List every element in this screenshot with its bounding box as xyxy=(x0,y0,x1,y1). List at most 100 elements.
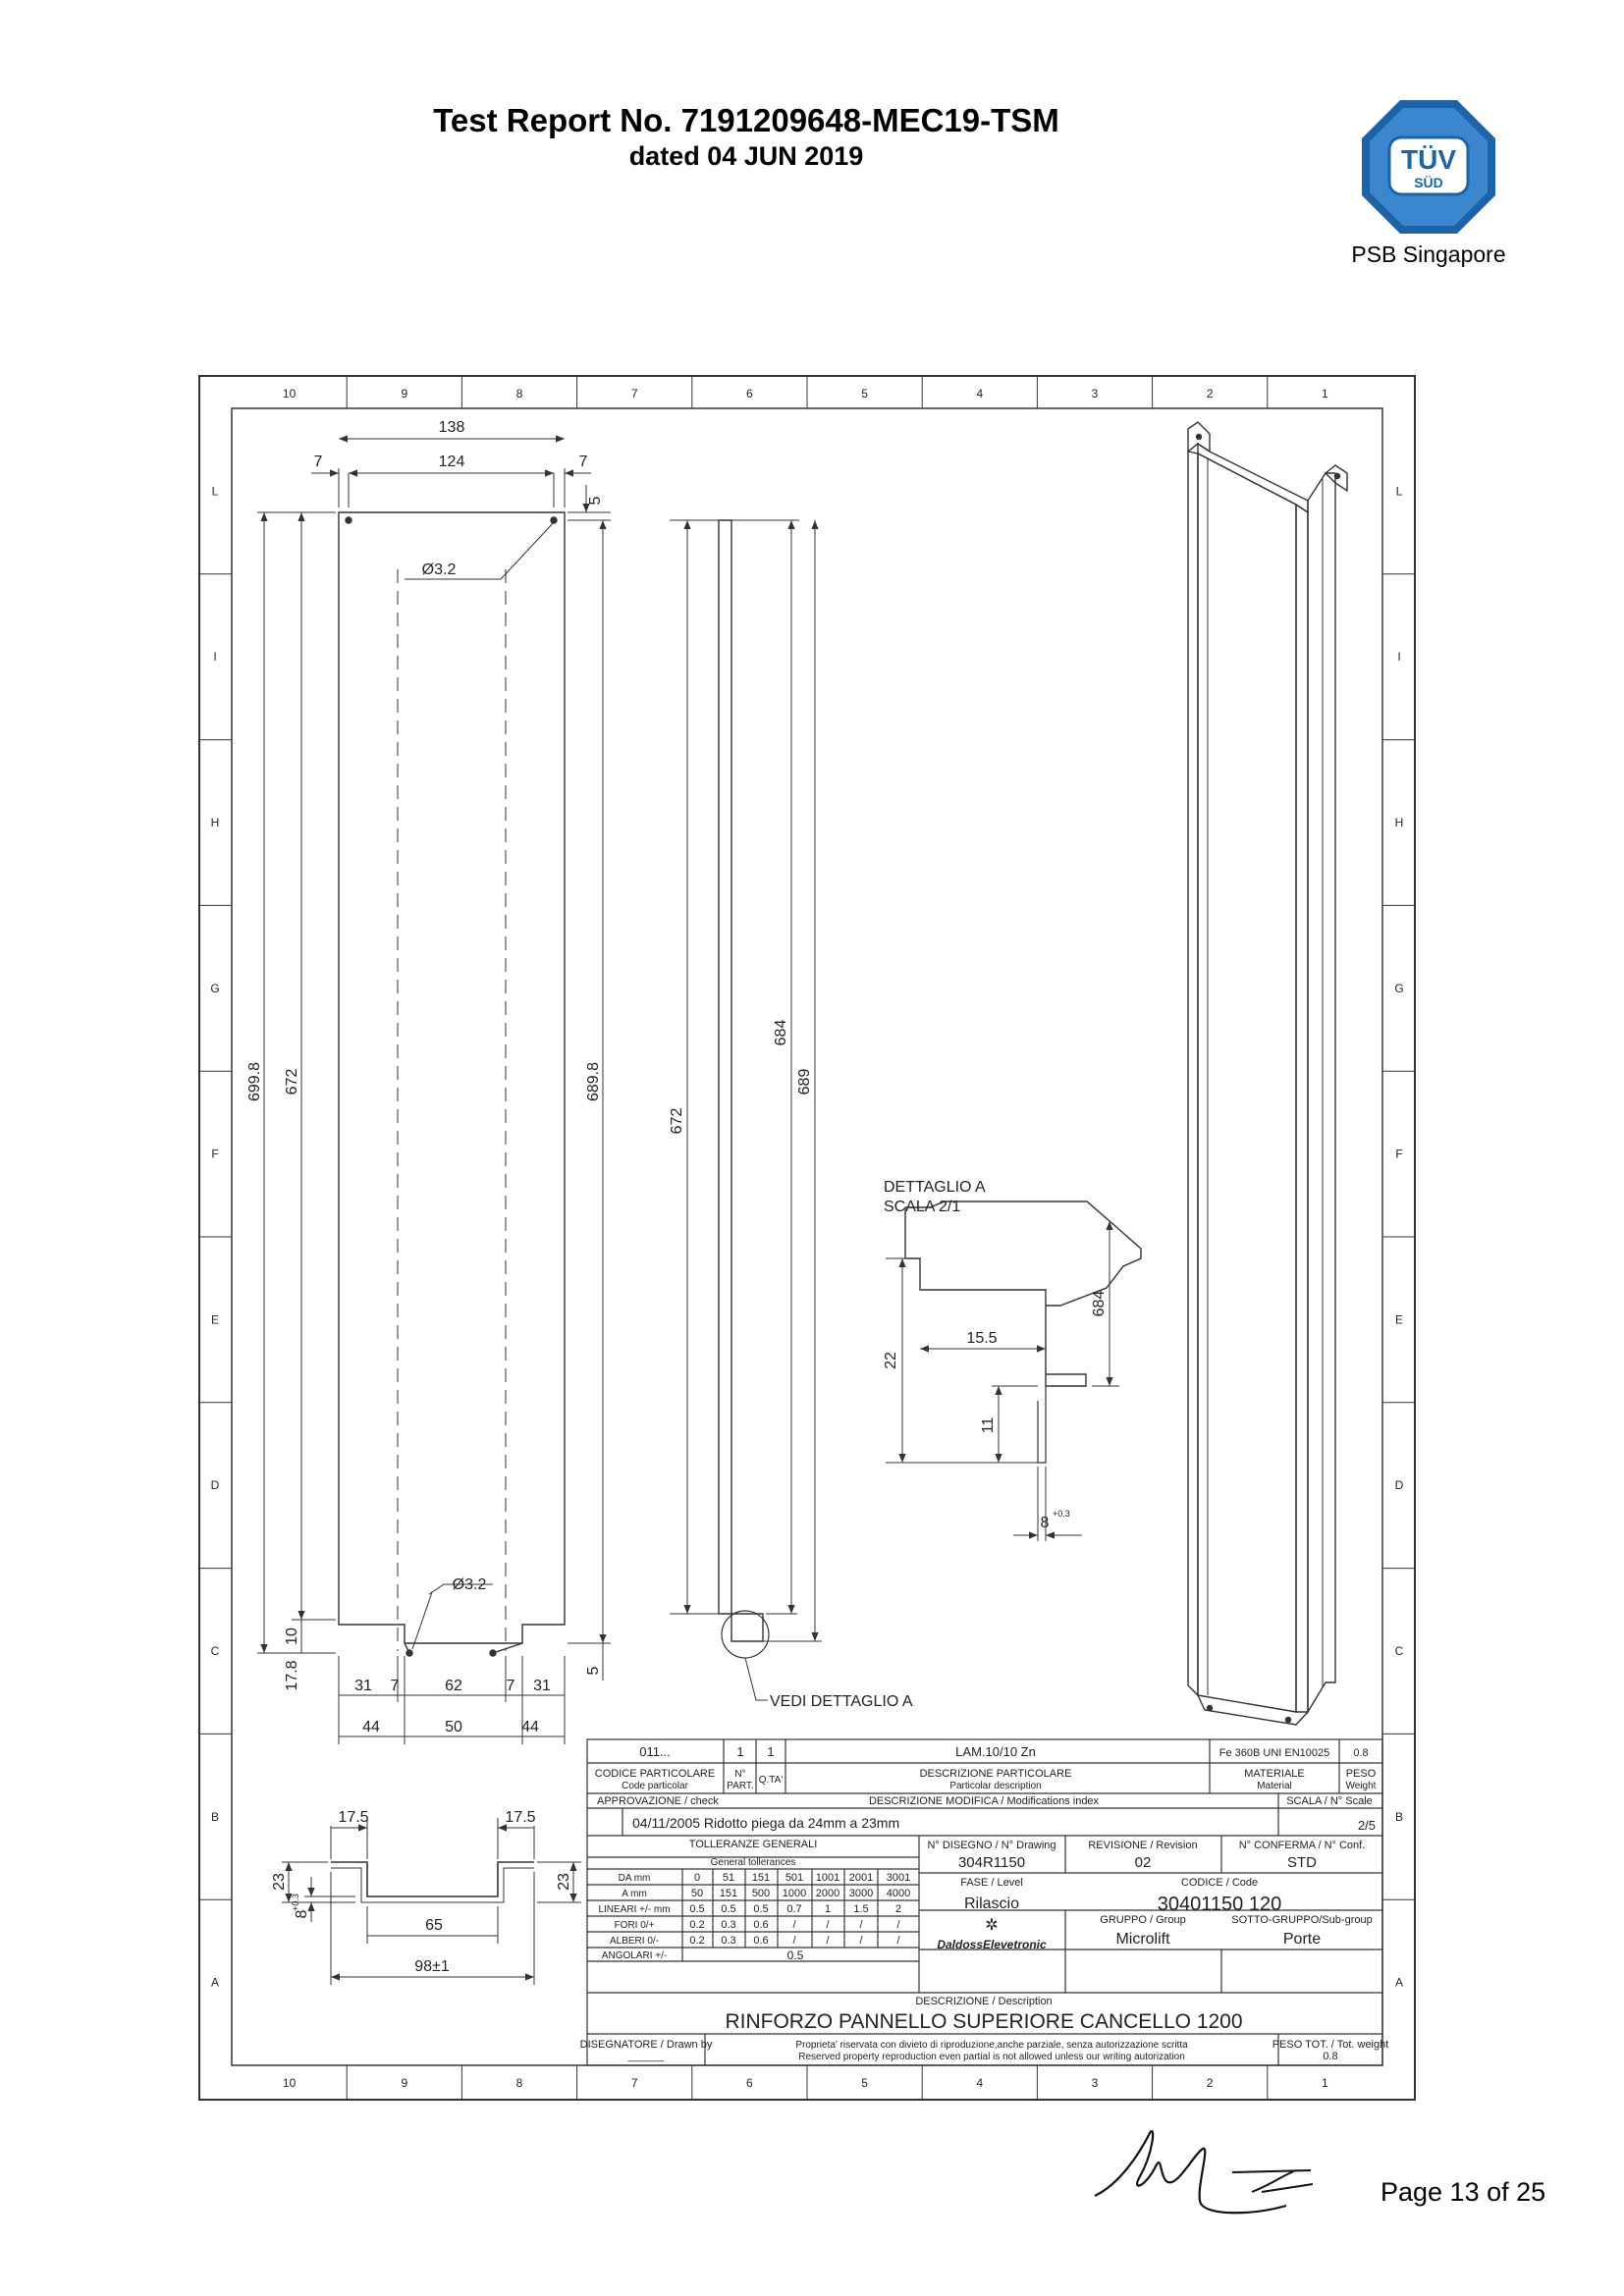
logo-subtext: SÜD xyxy=(1414,175,1443,190)
tb-part-no: 1 xyxy=(736,1744,743,1759)
dim-31-left: 31 xyxy=(354,1678,372,1694)
tolerance-row-label: ALBERI 0/- xyxy=(610,1936,659,1947)
tb-lbl-conf: N° CONFERMA / N° Conf. xyxy=(1239,1840,1366,1851)
side-dim-672: 672 xyxy=(669,1108,685,1135)
column-label-top: 3 xyxy=(1092,387,1099,400)
column-label-bottom: 7 xyxy=(631,2076,638,2090)
tolerance-cell: / xyxy=(859,1919,863,1931)
tolerance-cell: 3001 xyxy=(887,1872,910,1884)
tb-modification: 04/11/2005 Ridotto piega da 24mm a 23mm xyxy=(632,1815,899,1831)
row-label-left: L xyxy=(212,484,219,498)
tolerance-row-label: A mm xyxy=(622,1889,647,1899)
tolerance-row-label: DA mm xyxy=(619,1873,651,1884)
tolerance-cell: 4000 xyxy=(887,1888,910,1899)
tb-lbl-desc: DESCRIZIONE PARTICOLARE xyxy=(920,1768,1072,1780)
row-label-right: D xyxy=(1395,1478,1404,1492)
tolerance-cell: 151 xyxy=(720,1888,737,1899)
tolerance-cell: 50 xyxy=(691,1888,703,1899)
row-label-left: C xyxy=(211,1644,220,1658)
row-label-right: H xyxy=(1395,816,1404,829)
front-view-dimensions: 138 7 124 7 5 Ø3.2 699.8 672 689.8 10 17… xyxy=(246,419,604,1735)
tolerance-cell: / xyxy=(896,1919,900,1931)
dim-62: 62 xyxy=(445,1678,462,1694)
tb-company: DaldossElevetronic xyxy=(937,1938,1047,1951)
column-label-top: 5 xyxy=(861,387,868,400)
dim-17-8: 17.8 xyxy=(284,1660,300,1690)
row-label-left: H xyxy=(211,816,220,829)
front-view xyxy=(257,435,611,1744)
tb-lbl-material-en: Material xyxy=(1257,1781,1292,1791)
tb-subgroup: Porte xyxy=(1283,1931,1321,1948)
dim-31-right: 31 xyxy=(533,1678,551,1694)
tolerance-cell: 1.5 xyxy=(853,1903,868,1915)
tb-qty: 1 xyxy=(767,1744,774,1759)
sec-dim-23-left: 23 xyxy=(271,1873,288,1891)
tb-lbl-part2: PART. xyxy=(727,1781,753,1791)
isometric-view xyxy=(1187,421,1348,1726)
dim-7-right: 7 xyxy=(579,454,588,470)
tolerance-row-label: FORI 0/+ xyxy=(615,1920,655,1931)
tb-lbl-subgroup: SOTTO-GRUPPO/Sub-group xyxy=(1231,1914,1372,1926)
column-label-bottom: 9 xyxy=(401,2076,407,2090)
dim-689-8: 689.8 xyxy=(585,1062,602,1101)
tb-lbl-revision: REVISIONE / Revision xyxy=(1088,1840,1197,1851)
column-label-bottom: 6 xyxy=(746,2076,753,2090)
row-label-left: G xyxy=(210,982,219,995)
tb-phase: Rilascio xyxy=(964,1896,1019,1912)
tolerance-cell: 0.3 xyxy=(721,1919,735,1931)
tb-group: Microlift xyxy=(1115,1931,1170,1948)
side-view xyxy=(670,519,822,1701)
detail-dim-15-5: 15.5 xyxy=(966,1330,997,1347)
tb-description: RINFORZO PANNELLO SUPERIORE CANCELLO 120… xyxy=(725,2010,1242,2033)
row-label-left: D xyxy=(211,1478,220,1492)
detail-dim-11: 11 xyxy=(980,1417,997,1434)
row-label-right: E xyxy=(1395,1312,1403,1326)
side-dim-684: 684 xyxy=(773,1020,789,1046)
column-label-bottom: 10 xyxy=(283,2076,297,2090)
row-label-right: B xyxy=(1395,1810,1403,1824)
sec-dim-17-5-left: 17.5 xyxy=(338,1809,368,1826)
tolerance-cell: / xyxy=(826,1919,830,1931)
tb-lbl-code-en: Code particolar xyxy=(622,1781,688,1791)
row-label-left: I xyxy=(213,650,216,664)
tb-lbl-total-weight: PESO TOT. / Tot. weight xyxy=(1272,2039,1389,2051)
dim-50: 50 xyxy=(445,1719,462,1735)
tb-tol-angular: 0.5 xyxy=(787,1949,804,1962)
tolerance-cell: 151 xyxy=(752,1872,770,1884)
tolerance-cell: 51 xyxy=(723,1872,734,1884)
tolerance-cell: 0.5 xyxy=(753,1903,768,1915)
company-logo-icon: ✲ xyxy=(985,1917,998,1934)
tolerance-cell: 0.6 xyxy=(753,1935,768,1947)
tolerance-cell: 1001 xyxy=(816,1872,839,1884)
column-label-bottom: 3 xyxy=(1092,2076,1099,2090)
row-label-right: F xyxy=(1395,1148,1402,1161)
column-label-top: 6 xyxy=(746,387,753,400)
report-date: dated 04 JUN 2019 xyxy=(628,141,864,171)
sec-dim-23-right: 23 xyxy=(556,1873,572,1891)
tb-drawn-by: ______ xyxy=(627,2051,666,2062)
tolerance-cell: / xyxy=(859,1935,863,1947)
tb-lbl-weight-en: Weight xyxy=(1346,1781,1377,1791)
sec-dim-8: 8 xyxy=(294,1909,310,1918)
row-label-left: F xyxy=(211,1148,218,1161)
tolerance-cell: / xyxy=(792,1919,796,1931)
title-block xyxy=(586,1738,1383,2066)
column-label-top: 10 xyxy=(283,387,297,400)
tolerance-cell: 2001 xyxy=(849,1872,873,1884)
column-label-top: 9 xyxy=(401,387,407,400)
tb-tol-angular-label: ANGOLARI +/- xyxy=(602,1950,667,1961)
tb-lbl-tol: TOLLERANZE GENERALI xyxy=(689,1839,818,1850)
page-number: Page 13 of 25 xyxy=(1380,2177,1546,2207)
tb-weight: 0.8 xyxy=(1353,1747,1368,1759)
tolerance-cell: 0.2 xyxy=(689,1935,704,1947)
detail-dim-684: 684 xyxy=(1091,1291,1108,1317)
row-label-right: C xyxy=(1395,1644,1404,1658)
tb-scale: 2/5 xyxy=(1358,1818,1376,1833)
sec-dim-65: 65 xyxy=(425,1917,443,1934)
tb-lbl-qty: Q.TA' xyxy=(759,1775,784,1786)
sec-dim-17-5-right: 17.5 xyxy=(505,1809,535,1826)
side-dim-689: 689 xyxy=(796,1069,813,1095)
